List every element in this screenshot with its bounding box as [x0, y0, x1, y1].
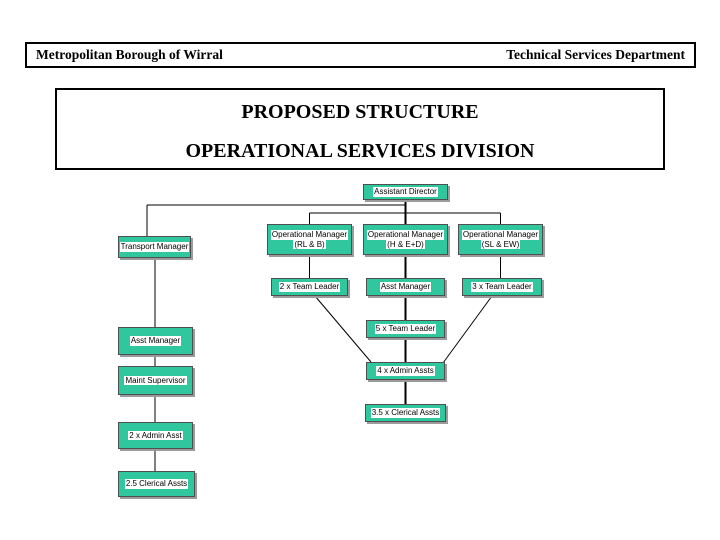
connector-line: [314, 295, 372, 363]
org-node-label: 2 x Team Leader: [278, 282, 341, 292]
org-node-label: Operational Manager: [270, 230, 349, 240]
org-node-team-leader-x5: 5 x Team Leader: [366, 320, 445, 338]
org-node-label: 3 x Team Leader: [471, 282, 533, 292]
org-node-label: (SL & EW): [480, 239, 521, 249]
org-node-admin-assts-x4: 4 x Admin Assts: [366, 362, 445, 380]
org-node-label: Operational Manager: [461, 230, 540, 240]
org-node-op-manager-sl-ew: Operational Manager(SL & EW): [458, 224, 543, 255]
org-node-label: Asst Manager: [129, 336, 182, 346]
org-node-label: 4 x Admin Assts: [376, 366, 435, 376]
org-node-clerical-assts-x3-5: 3.5 x Clerical Assts: [365, 404, 446, 422]
org-node-label: 2.5 Clerical Assts: [124, 479, 189, 489]
connector-line: [442, 295, 493, 364]
org-node-assistant-director: Assistant Director: [363, 184, 448, 200]
org-node-maint-supervisor: Maint Supervisor: [118, 366, 193, 395]
org-node-label: Maint Supervisor: [124, 375, 187, 386]
org-node-asst-manager-left: Asst Manager: [118, 327, 193, 355]
org-node-op-manager-rl-b: Operational Manager(RL & B): [267, 224, 352, 255]
header-right-text: Technical Services Department: [506, 47, 685, 62]
header-bar: Metropolitan Borough of Wirral Technical…: [25, 42, 696, 68]
title-line-2: OPERATIONAL SERVICES DIVISION: [185, 140, 535, 162]
org-node-asst-manager-mid: Asst Manager: [366, 278, 445, 296]
title-line-1: PROPOSED STRUCTURE: [241, 101, 479, 123]
org-node-transport-manager: Transport Manager: [118, 236, 191, 258]
org-node-label: Transport Manager: [119, 242, 190, 252]
org-node-team-leader-x3: 3 x Team Leader: [462, 278, 542, 296]
org-node-label: (H & E+D): [386, 239, 425, 249]
header-left-text: Metropolitan Borough of Wirral: [36, 47, 223, 62]
org-node-label: Asst Manager: [379, 282, 432, 292]
org-node-label: (RL & B): [293, 239, 326, 249]
org-node-team-leader-x2: 2 x Team Leader: [271, 278, 348, 296]
title-box: PROPOSED STRUCTURE OPERATIONAL SERVICES …: [55, 88, 665, 170]
org-node-label: 5 x Team Leader: [374, 324, 437, 334]
org-node-clerical-assts-x2-5: 2.5 Clerical Assts: [118, 471, 195, 497]
org-node-label: Assistant Director: [373, 187, 438, 197]
org-node-label: 3.5 x Clerical Assts: [370, 408, 441, 418]
org-node-label: Operational Manager: [366, 230, 445, 240]
org-node-admin-asst-x2: 2 x Admin Asst: [118, 422, 193, 449]
org-node-label: 2 x Admin Asst: [128, 430, 183, 441]
org-node-op-manager-h-ed: Operational Manager(H & E+D): [363, 224, 448, 255]
